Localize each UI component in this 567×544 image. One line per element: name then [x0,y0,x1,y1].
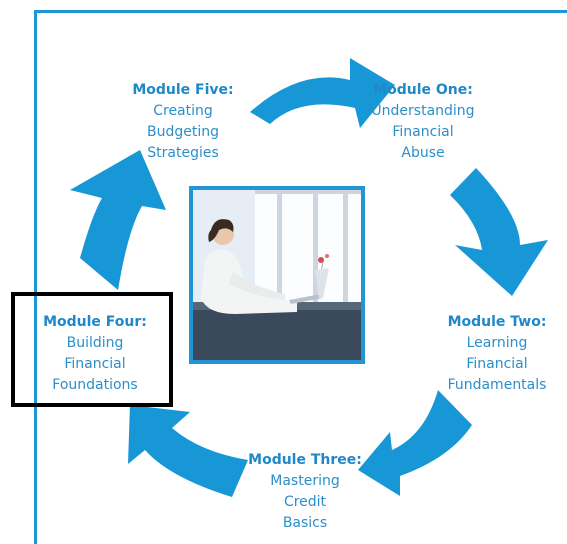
module-four-line-2: Financial [64,356,126,372]
module-two-line-3: Fundamentals [447,377,547,393]
module-one-title: Module One: [373,82,473,98]
module-three-line-1: Mastering [270,473,340,489]
module-five: Module Five: Creating Budgeting Strategi… [98,80,268,164]
module-four-title: Module Four: [43,314,147,330]
module-two-title: Module Two: [447,314,547,330]
module-five-line-2: Budgeting [146,124,219,140]
module-one-line-2: Financial [392,124,454,140]
center-photo [189,186,365,364]
module-three-title: Module Three: [248,452,362,468]
module-three: Module Three: Mastering Credit Basics [210,450,400,534]
module-one-line-3: Abuse [401,145,445,161]
arrow-four-to-five [70,150,166,290]
arrow-five-to-one [250,58,395,128]
arrow-one-to-two [450,168,548,296]
module-five-title: Module Five: [132,82,234,98]
module-two-line-2: Financial [466,356,528,372]
person-laptop-photo-icon [193,190,361,360]
arrow-three-to-four [128,405,248,497]
module-five-line-3: Strategies [147,145,219,161]
module-three-line-2: Credit [283,494,327,510]
module-four-line-3: Foundations [52,377,138,393]
module-three-line-3: Basics [282,515,328,531]
module-five-line-1: Creating [153,103,213,119]
arrow-two-to-three [358,390,472,496]
module-one-line-1: Understanding [371,103,475,119]
module-four-line-1: Building [66,335,124,351]
module-one: Module One: Understanding Financial Abus… [338,80,508,164]
module-two-line-1: Learning [466,335,528,351]
module-four: Module Four: Building Financial Foundati… [15,312,175,396]
module-two: Module Two: Learning Financial Fundament… [412,312,567,396]
